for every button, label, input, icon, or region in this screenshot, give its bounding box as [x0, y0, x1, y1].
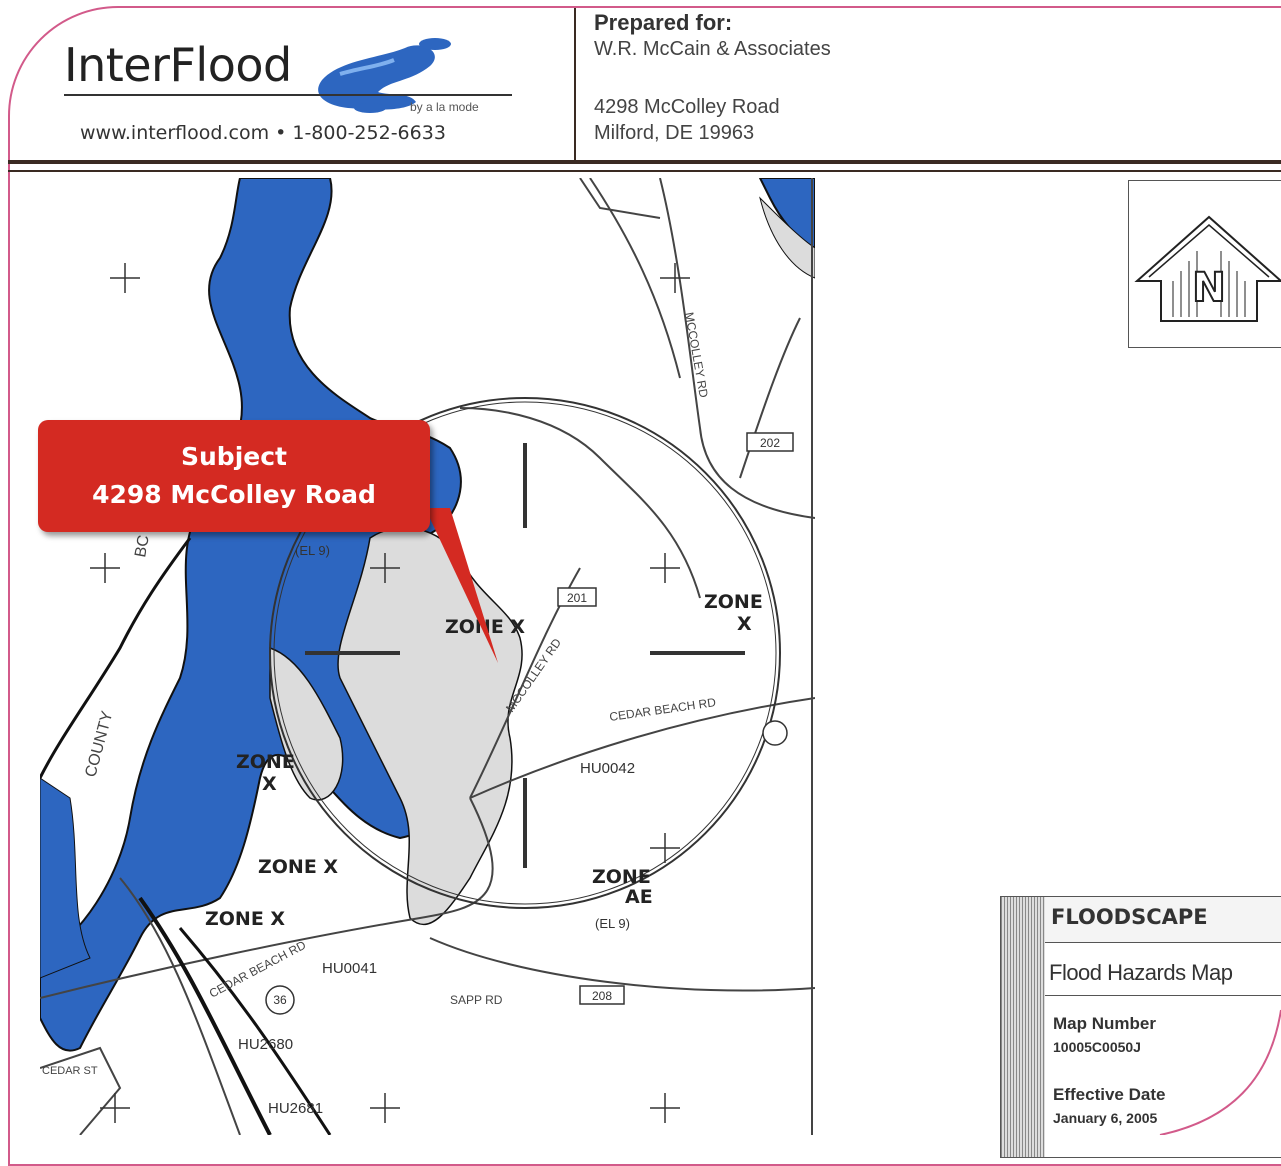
map-number-value: 10005C0050J: [1053, 1039, 1141, 1055]
zone-label: ZONE X: [258, 856, 338, 878]
logo-byline: by a la mode: [410, 100, 479, 114]
client-name: W.R. McCain & Associates: [594, 38, 831, 60]
subject-callout[interactable]: Subject 4298 McColley Road: [38, 420, 430, 532]
zone-label: X: [737, 613, 752, 635]
roads: [40, 178, 815, 1135]
contact-line[interactable]: www.interflood.com • 1-800-252-6633: [80, 122, 446, 144]
flood-zone-a: [40, 178, 815, 1052]
partial-label: BC: [132, 534, 153, 559]
address-line-2: Milford, DE 19963: [594, 122, 755, 144]
route-202: 202: [760, 436, 780, 450]
callout-address: 4298 McColley Road: [92, 480, 376, 509]
marker-label: HU2680: [238, 1036, 293, 1053]
zone-label: ZONE X: [205, 908, 285, 930]
callout-title: Subject: [181, 442, 287, 471]
marker-label: HU0041: [322, 960, 377, 977]
route-201: 201: [567, 591, 587, 605]
floodscape-legend: FLOODSCAPE Flood Hazards Map Map Number …: [1000, 896, 1281, 1158]
map-number-label: Map Number: [1053, 1014, 1156, 1033]
marker-label: HU2681: [268, 1100, 323, 1117]
callout-pointer: [425, 508, 498, 663]
zone-label: X: [262, 773, 277, 795]
legend-stripe: [1001, 897, 1045, 1157]
road-label: CEDAR ST: [42, 1065, 98, 1077]
zone-label: ZONE: [592, 866, 651, 888]
legend-brand: FLOODSCAPE: [1045, 897, 1281, 943]
header-rule: [8, 160, 1281, 164]
prepared-for-block: Prepared for: W.R. McCain & Associates 4…: [594, 10, 831, 146]
elevation-label: (EL 9): [295, 543, 330, 558]
county-label: COUNTY: [82, 709, 116, 779]
flood-map[interactable]: 202 201 208 36 ZONE X ZONE X ZONE X ZONE…: [40, 178, 815, 1135]
subject-target-circle: [269, 397, 781, 909]
county-line: [40, 537, 192, 779]
effective-date-value: January 6, 2005: [1053, 1110, 1158, 1126]
header-divider: [574, 8, 576, 162]
address-line-1: 4298 McColley Road: [594, 96, 780, 118]
shaded-zone: [269, 196, 815, 926]
route-36: 36: [273, 993, 287, 1007]
interflood-logo[interactable]: InterFlood by a la mode www.interflood.c…: [60, 30, 530, 150]
splash-icon: [318, 38, 451, 113]
zone-label: ZONE: [236, 751, 295, 773]
effective-date-label: Effective Date: [1053, 1085, 1166, 1104]
marker-label: HU0042: [580, 760, 635, 777]
zone-label: ZONE: [704, 591, 763, 613]
prepared-heading: Prepared for:: [594, 10, 733, 35]
north-arrow-box: N: [1128, 180, 1281, 348]
logo-rule: [64, 94, 512, 96]
north-arrow-icon: N: [1134, 215, 1281, 322]
legend-title: Flood Hazards Map: [1045, 944, 1281, 996]
route-208: 208: [592, 989, 612, 1003]
grid-plus-markers: [90, 263, 690, 1123]
road-label: CEDAR BEACH RD: [207, 938, 309, 1001]
route-shields: [265, 432, 794, 1015]
zone-label: AE: [625, 886, 653, 908]
elevation-label: (EL 9): [595, 916, 630, 931]
road-label: MCCOLLEY RD: [682, 311, 711, 399]
header-rule-thin: [8, 170, 1281, 172]
logo-wordmark: InterFlood: [64, 38, 292, 92]
road-label: SAPP RD: [450, 993, 503, 1007]
svg-text:N: N: [1192, 265, 1225, 311]
